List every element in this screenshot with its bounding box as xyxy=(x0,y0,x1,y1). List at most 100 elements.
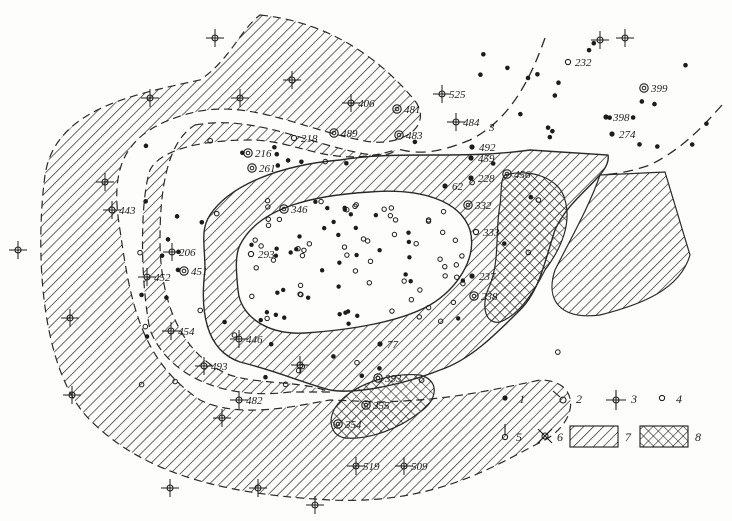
open-well-circle xyxy=(231,332,238,338)
well-label: 482 xyxy=(246,395,263,407)
well-label: 481 xyxy=(404,104,421,116)
legend-number: 4 xyxy=(676,392,682,406)
open-well-circle xyxy=(439,229,446,236)
producing-well-dot xyxy=(408,279,413,284)
producing-well-dot xyxy=(336,284,341,289)
open-well-circle xyxy=(391,231,398,238)
open-well-circle xyxy=(137,249,143,256)
producing-well-dot xyxy=(331,219,336,225)
producing-well-dot xyxy=(249,242,254,247)
well-label: 483 xyxy=(406,130,423,142)
well-marker: 62 xyxy=(442,181,464,193)
well-label: 393 xyxy=(384,373,402,385)
producing-well-dot xyxy=(545,125,551,130)
well-marker: 393 xyxy=(373,373,402,385)
producing-well-dot xyxy=(346,321,351,326)
well-label: 62 xyxy=(452,181,464,193)
legend-item-8: 8 xyxy=(639,425,701,448)
producing-well-dot xyxy=(355,313,360,319)
producing-well-dot xyxy=(281,287,286,293)
well-label: 509 xyxy=(411,461,428,473)
open-well-circle xyxy=(453,262,459,268)
legend-open-circle-icon xyxy=(658,394,666,402)
producing-well-dot xyxy=(455,316,461,321)
dashed-boundary-north xyxy=(394,37,546,153)
producing-well-dot xyxy=(268,341,274,347)
well-marker: 519 xyxy=(347,457,380,475)
well-label: 406 xyxy=(358,98,375,110)
producing-well-dot xyxy=(406,239,412,245)
open-well-circle xyxy=(425,304,432,311)
peripheral-injection-well xyxy=(291,356,309,374)
producing-well-dot xyxy=(403,272,408,277)
open-well-circle xyxy=(442,263,448,270)
producing-well-dot xyxy=(478,72,483,78)
open-well-circle xyxy=(367,258,374,265)
open-well-circle xyxy=(352,203,358,210)
open-well-circle xyxy=(282,381,289,388)
open-well-circle xyxy=(306,241,313,247)
open-well-circle xyxy=(270,257,277,263)
producing-well-dot xyxy=(550,128,555,134)
well-marker: 481 xyxy=(392,104,421,116)
open-well-circle xyxy=(197,307,204,314)
producing-well-dot xyxy=(143,199,148,204)
open-well-circle xyxy=(341,244,348,250)
legend-item-4: 4 xyxy=(658,392,682,406)
well-marker: 482 xyxy=(230,391,263,409)
well-label: 237 xyxy=(479,271,496,283)
legend-number: 2 xyxy=(576,392,582,406)
producing-well-dot xyxy=(689,142,695,147)
legend: 1 2 3 4 5 6 7 xyxy=(501,390,701,448)
peripheral-injection-well xyxy=(63,386,81,404)
producing-well-dot xyxy=(406,230,411,235)
producing-well-dot xyxy=(343,310,348,315)
well-marker: 398 xyxy=(603,112,630,124)
well-label: 218 xyxy=(301,133,318,145)
well-label: 354 xyxy=(344,419,362,431)
well-label: 355 xyxy=(372,400,390,412)
open-well-circle xyxy=(450,299,457,306)
open-well-circle xyxy=(460,280,466,287)
peripheral-injection-well xyxy=(306,496,324,514)
open-well-circle xyxy=(142,323,149,330)
well-label: 446 xyxy=(246,334,263,346)
producing-well-dot xyxy=(556,80,561,85)
producing-well-dot xyxy=(373,212,379,218)
well-label: 332 xyxy=(474,200,492,212)
open-well-circle xyxy=(389,308,395,314)
well-marker: 452 xyxy=(138,268,171,286)
well-marker: 525 xyxy=(433,85,466,103)
producing-well-dot xyxy=(528,194,534,200)
peripheral-injection-well xyxy=(141,89,159,107)
open-well-circle xyxy=(387,212,394,219)
producing-well-dot xyxy=(639,99,645,104)
producing-well-dot xyxy=(313,199,318,205)
producing-well-dot xyxy=(297,234,302,239)
well-marker: 218 xyxy=(290,133,318,145)
open-well-circle xyxy=(366,280,373,286)
producing-well-dot xyxy=(481,51,486,57)
well-label: 216 xyxy=(255,148,272,160)
well-label: 519 xyxy=(363,461,380,473)
well-marker: 77 xyxy=(377,339,399,351)
legend-abandoned-well-icon xyxy=(541,432,549,440)
producing-well-dot xyxy=(630,115,636,120)
peripheral-injection-well xyxy=(206,29,224,47)
producing-well-dot xyxy=(331,354,336,359)
well-marker: 406 xyxy=(342,94,375,112)
producing-well-dot xyxy=(273,253,279,258)
well-marker: 459 xyxy=(468,153,495,165)
open-well-circle xyxy=(555,349,561,355)
open-well-circle xyxy=(297,282,304,289)
producing-well-dot xyxy=(591,40,597,46)
legend-item-2: 2 xyxy=(552,390,582,406)
well-marker: 354 xyxy=(333,419,362,431)
crosshatch-zone-south xyxy=(330,373,435,439)
legend-item-3: 3 xyxy=(606,390,637,410)
producing-well-dot xyxy=(547,134,553,140)
producing-well-dot xyxy=(377,248,382,253)
producing-well-dot xyxy=(288,250,293,255)
producing-well-dot xyxy=(305,295,311,300)
